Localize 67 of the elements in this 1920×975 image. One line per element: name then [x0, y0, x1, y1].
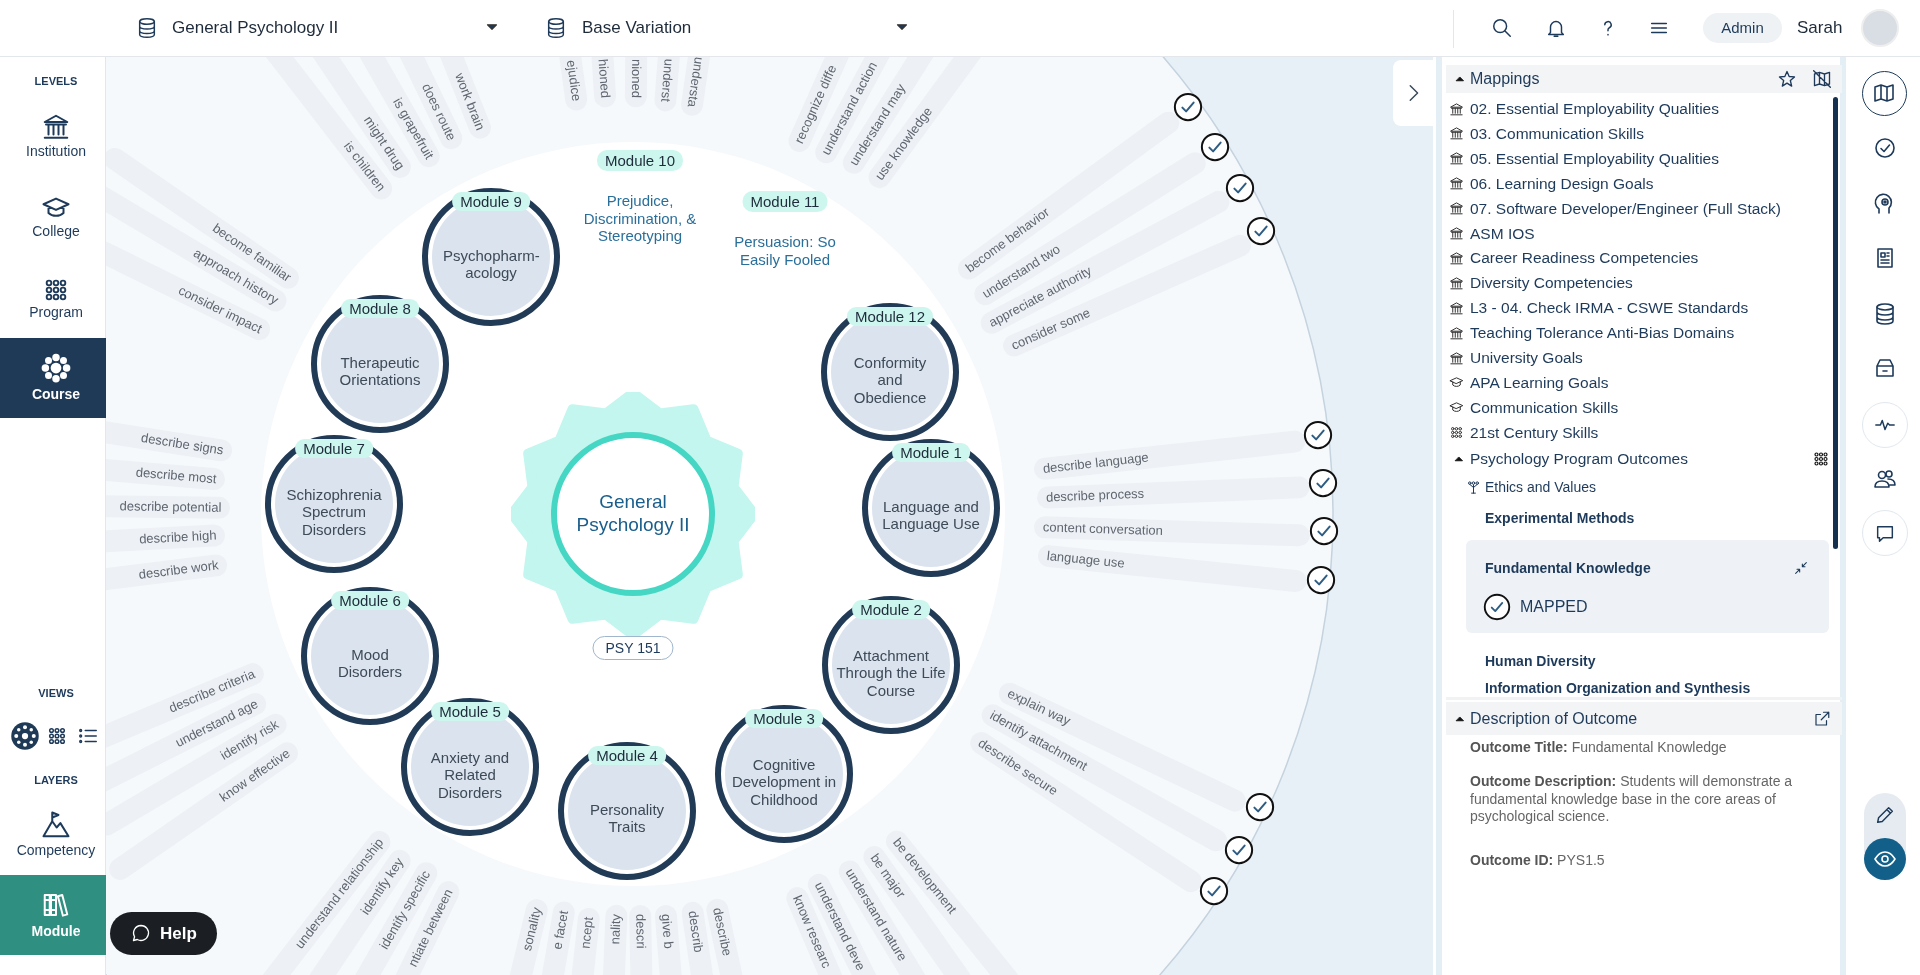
module-title: Schizophrenia Spectrum Disorders [285, 485, 383, 538]
outcome-detail: Outcome Description: Students will demonstrate a fundamental knowledge base in the core areas of psychological science. [1470, 773, 1794, 826]
section-heading: VIEWS [38, 687, 74, 699]
module-title: Anxiety and Related Disorders [429, 748, 511, 801]
mapping-item: University Goals [1470, 349, 1583, 367]
help-button: Help [110, 912, 217, 955]
module-tag: Module 4 [588, 746, 666, 765]
module-tag: Module 6 [331, 591, 409, 610]
mapping-item: Communication Skills [1470, 398, 1619, 417]
status-label: MAPPED [1520, 598, 1588, 616]
course-title: General Psychology II [575, 491, 691, 537]
module-tag: Module 5 [431, 702, 509, 721]
section-heading: LAYERS [34, 774, 78, 786]
module-title: Persuasion: So Easily Fooled [733, 233, 837, 269]
module-title: Attachment Through the Life Course [835, 646, 947, 699]
module-title: Prejudice, Discrimination, & Stereotyping [582, 192, 698, 246]
level-label: College [32, 223, 80, 239]
level-label: Course [31, 386, 81, 402]
module-tag: Module 12 [846, 307, 934, 326]
mapping-item: 21st Century Skills [1470, 423, 1599, 442]
mapping-item: Career Readiness Competencies [1470, 249, 1699, 268]
mapping-item: 03. Communication Skills [1470, 124, 1644, 143]
module-tag: Module 7 [295, 439, 373, 458]
module-title: Language and Language Use [881, 498, 981, 534]
mapping-item: Teaching Tolerance Anti-Bias Domains [1470, 324, 1735, 343]
mapping-item: ASM IOS [1470, 224, 1535, 243]
outcome-item: Experimental Methods [1485, 510, 1635, 526]
level-label: Institution [26, 143, 86, 159]
outcome-detail: Outcome Title: Fundamental Knowledge [1470, 739, 1728, 757]
mapping-item: APA Learning Goals [1470, 373, 1609, 392]
section-heading: LEVELS [34, 75, 78, 87]
outcome-item: Human Diversity [1485, 653, 1596, 669]
section-title: Mappings [1470, 70, 1540, 88]
module-tag: Module 8 [341, 299, 419, 318]
outcome-item: Ethics and Values [1485, 479, 1597, 495]
mapping-item: 02. Essential Employability Qualities [1470, 100, 1719, 118]
mapping-item: Diversity Competencies [1470, 274, 1633, 293]
course-code-tag: PSY 151 [592, 636, 674, 660]
mapping-item: 05. Essential Employability Qualities [1470, 149, 1719, 168]
group-title: Psychology Program Outcomes [1470, 450, 1688, 468]
module-tag: Module 1 [892, 443, 970, 462]
module-title: Mood Disorders [336, 646, 404, 682]
level-label: Competency [16, 842, 96, 858]
module-tag: Module 3 [745, 709, 823, 728]
select-value: Base Variation [582, 18, 692, 38]
module-tag: Module 11 [742, 191, 828, 212]
user-name: Sarah [1797, 18, 1843, 38]
module-title: Therapeutic Orientations [338, 354, 422, 390]
module-tag: Module 9 [452, 192, 530, 211]
section-title: Description of Outcome [1470, 710, 1638, 728]
module-tag: Module 10 [596, 150, 684, 171]
module-tag: Module 2 [852, 600, 930, 619]
module-title: Psychopharm- acology [443, 247, 539, 283]
select-value: General Psychology II [172, 18, 339, 38]
mapping-item: 06. Learning Design Goals [1470, 174, 1654, 193]
module-title: Personality Traits [588, 801, 666, 837]
outcome-item: Information Organization and Synthesis [1485, 680, 1751, 696]
outcome-pill: nioned [624, 57, 648, 108]
outcome-item: Fundamental Knowledge [1485, 560, 1651, 576]
level-label: Module [31, 923, 81, 939]
admin-button: Admin [1703, 13, 1782, 43]
mapping-item: 07. Software Developer/Engineer (Full Stack) [1470, 199, 1781, 218]
level-label: Program [29, 304, 83, 320]
module-title: Conformity and Obedience [852, 353, 928, 406]
module-title: Cognitive Development in Childhood [730, 755, 838, 808]
outcome-detail: Outcome ID: PYS1.5 [1470, 852, 1606, 870]
mapping-item: L3 - 04. Check IRMA - CSWE Standards [1470, 299, 1749, 318]
